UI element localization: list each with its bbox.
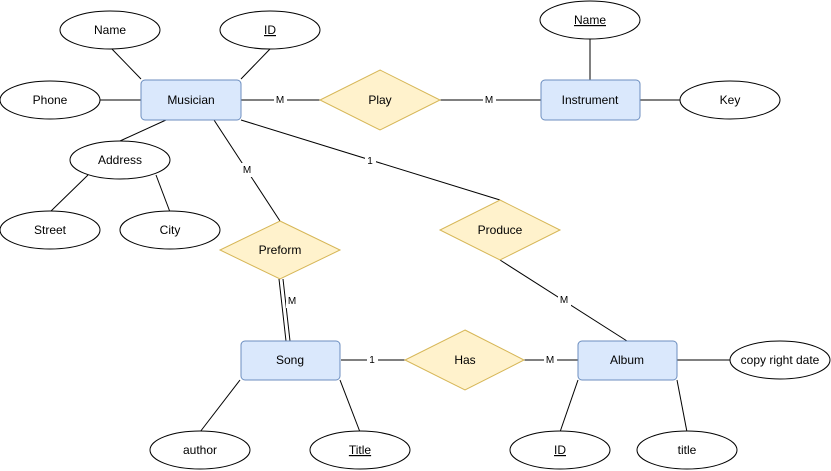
attribute-album-title[interactable]: title bbox=[636, 430, 738, 470]
cardinality-labels: M M M M 1 M 1 M bbox=[241, 93, 571, 367]
attribute-label: City bbox=[160, 223, 181, 237]
cardinality-musician-play: M bbox=[276, 95, 284, 106]
cardinality-has-album: M bbox=[546, 355, 554, 366]
entity-song[interactable]: Song bbox=[240, 340, 341, 381]
connector-song-title bbox=[339, 379, 361, 433]
connector-address-street bbox=[49, 174, 89, 213]
entity-instrument[interactable]: Instrument bbox=[540, 79, 641, 121]
connector-preform-song-a bbox=[278, 278, 287, 342]
connector-address-city bbox=[155, 174, 171, 213]
entity-musician[interactable]: Musician bbox=[140, 79, 242, 121]
attribute-song-author[interactable]: author bbox=[149, 430, 251, 470]
relationship-preform[interactable]: Preform bbox=[218, 220, 342, 280]
cardinality-produce-album: M bbox=[560, 295, 568, 306]
relationship-label: Preform bbox=[259, 243, 302, 257]
connector-album-id bbox=[559, 379, 579, 433]
attribute-song-title[interactable]: Title bbox=[309, 430, 411, 470]
connector-musician-id bbox=[240, 48, 271, 80]
attribute-instrument-name[interactable]: Name bbox=[539, 0, 641, 40]
attribute-label: ID bbox=[554, 443, 566, 457]
entity-label: Song bbox=[276, 353, 304, 367]
entity-label: Instrument bbox=[562, 93, 619, 107]
attribute-address-city[interactable]: City bbox=[119, 210, 221, 250]
relationship-has[interactable]: Has bbox=[403, 329, 526, 391]
connector-lines bbox=[49, 38, 730, 433]
attribute-musician-address[interactable]: Address bbox=[69, 140, 171, 180]
relationship-label: Has bbox=[454, 353, 475, 367]
relationship-label: Produce bbox=[478, 223, 523, 237]
relationship-play[interactable]: Play bbox=[318, 69, 442, 131]
attribute-label: Phone bbox=[33, 93, 68, 107]
connector-album-title bbox=[676, 379, 688, 433]
attribute-album-id[interactable]: ID bbox=[509, 430, 611, 470]
connector-musician-address bbox=[119, 119, 167, 142]
cardinality-musician-produce: 1 bbox=[367, 156, 373, 167]
cardinality-play-instrument: M bbox=[485, 95, 493, 106]
cardinality-musician-preform: M bbox=[243, 165, 251, 176]
attribute-label: title bbox=[678, 443, 697, 457]
attribute-label: Address bbox=[98, 153, 142, 167]
attribute-label: Name bbox=[94, 23, 126, 37]
cardinality-preform-song: M bbox=[288, 296, 296, 307]
attribute-label: Key bbox=[720, 93, 741, 107]
attribute-label: Street bbox=[34, 223, 67, 237]
connector-musician-name bbox=[109, 46, 142, 80]
attribute-label: Name bbox=[574, 13, 606, 27]
attribute-label: ID bbox=[264, 23, 276, 37]
attribute-instrument-key[interactable]: Key bbox=[679, 80, 781, 120]
connector-preform-song-b bbox=[282, 278, 291, 342]
relationship-produce[interactable]: Produce bbox=[438, 199, 562, 261]
relationship-label: Play bbox=[368, 93, 391, 107]
entity-album[interactable]: Album bbox=[577, 340, 678, 381]
attribute-address-street[interactable]: Street bbox=[0, 210, 101, 250]
attribute-album-copyright[interactable]: copy right date bbox=[729, 340, 831, 380]
attribute-label: copy right date bbox=[741, 353, 820, 367]
attribute-label: Title bbox=[349, 443, 372, 457]
attribute-musician-phone[interactable]: Phone bbox=[0, 80, 101, 120]
attribute-musician-name[interactable]: Name bbox=[59, 10, 161, 50]
entity-label: Album bbox=[610, 353, 644, 367]
attribute-musician-id[interactable]: ID bbox=[219, 10, 321, 50]
attribute-label: author bbox=[183, 443, 217, 457]
cardinality-song-has: 1 bbox=[369, 355, 375, 366]
entity-label: Musician bbox=[167, 93, 214, 107]
connector-song-author bbox=[199, 379, 241, 433]
